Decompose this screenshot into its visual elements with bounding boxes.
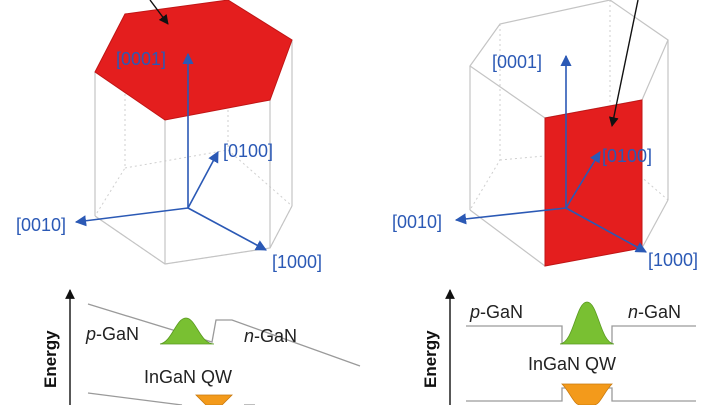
nonpolar-label-a2: [0010]	[392, 212, 442, 232]
nonpolar-prism	[469, 0, 669, 267]
nonpolar-label-c: [0001]	[492, 52, 542, 72]
polar-band-diagram: Energy	[41, 289, 361, 405]
polar-valence-band	[87, 392, 183, 405]
nonpolar-label-a3: [1000]	[648, 250, 698, 270]
polar-direction-vectors	[74, 52, 267, 251]
polar-label-a1: [0100]	[223, 141, 273, 161]
nonpolar-hole-wavefunction	[561, 383, 613, 405]
nonpolar-vector-a1	[565, 151, 601, 209]
polar-facet-pointer	[149, 0, 169, 25]
nonpolar-p-gan-label: p-GaN	[469, 302, 523, 322]
polar-p-gan-label: p-GaN	[85, 324, 139, 344]
polar-n-gan-label: n-GaN	[244, 326, 297, 346]
polar-energy-label: Energy	[41, 330, 60, 388]
polar-electron-wavefunction	[159, 317, 215, 345]
polar-label-a2: [0010]	[16, 215, 66, 235]
polar-vector-a3	[187, 207, 267, 251]
nonpolar-qw-label: InGaN QW	[528, 354, 616, 374]
nonpolar-direction-vectors	[454, 54, 647, 253]
polar-label-a3: [1000]	[272, 252, 322, 272]
polar-hole-wavefunction	[195, 394, 233, 405]
polar-vector-a2	[74, 207, 189, 227]
nonpolar-vector-a3	[565, 207, 647, 253]
nonpolar-facet-pointer	[608, 0, 639, 127]
nonpolar-vector-a2	[454, 207, 567, 225]
polar-conduction-band	[87, 303, 361, 367]
nonpolar-energy-label: Energy	[421, 330, 440, 388]
nonpolar-n-gan-label: n-GaN	[628, 302, 681, 322]
polar-vector-a1	[187, 151, 219, 209]
polar-qw-label: InGaN QW	[144, 367, 232, 387]
nonpolar-electron-wavefunction	[559, 301, 615, 345]
nonpolar-label-a1: [0100]	[602, 146, 652, 166]
polar-label-c: [0001]	[116, 49, 166, 69]
nonpolar-band-diagram: Energy	[421, 289, 696, 405]
polar-prism	[94, 0, 293, 265]
